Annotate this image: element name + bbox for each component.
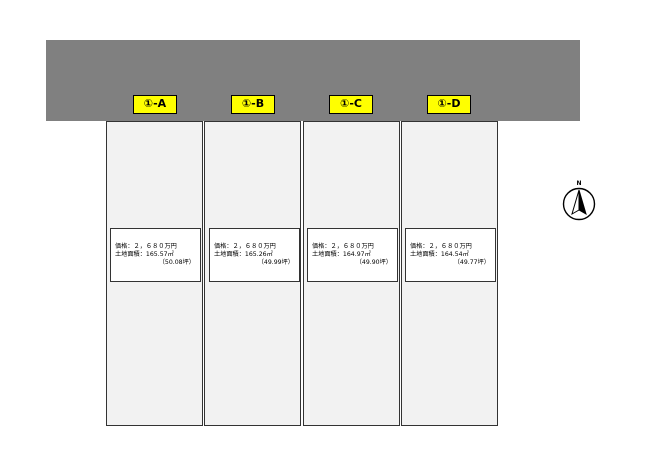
lot-d-info: 価格：２，６８０万円 土地面積：164.54㎡ （49.77坪） (405, 228, 496, 282)
lot-d-tsubo: （49.77坪） (453, 259, 490, 266)
lot-c-area: 土地面積：164.97㎡ (312, 251, 371, 258)
lot-a-info: 価格：２，６８０万円 土地面積：165.57㎡ （50.08坪） (110, 228, 201, 282)
lot-d-area: 土地面積：164.54㎡ (410, 251, 469, 258)
lot-a-price: 価格：２，６８０万円 (115, 243, 177, 250)
lot-b-area: 土地面積：165.26㎡ (214, 251, 273, 258)
compass-north-label: N (576, 180, 581, 187)
lot-c-label: ①-C (329, 95, 373, 114)
lot-c-price: 価格：２，６８０万円 (312, 243, 374, 250)
lot-c-info: 価格：２，６８０万円 土地面積：164.97㎡ （49.90坪） (307, 228, 398, 282)
road (46, 40, 580, 121)
lot-d-label: ①-D (427, 95, 471, 114)
lot-b-info: 価格：２，６８０万円 土地面積：165.26㎡ （49.99坪） (209, 228, 300, 282)
lot-c-tsubo: （49.90坪） (355, 259, 392, 266)
compass-needle-right (578, 189, 587, 216)
lot-b-tsubo: （49.99坪） (257, 259, 294, 266)
lot-a-area: 土地面積：165.57㎡ (115, 251, 174, 258)
lot-a-label: ①-A (133, 95, 177, 114)
compass-icon: N (562, 180, 596, 221)
lot-d-price: 価格：２，６８０万円 (410, 243, 472, 250)
lot-b-label: ①-B (231, 95, 275, 114)
lot-b-price: 価格：２，６８０万円 (214, 243, 276, 250)
lot-a-tsubo: （50.08坪） (158, 259, 195, 266)
